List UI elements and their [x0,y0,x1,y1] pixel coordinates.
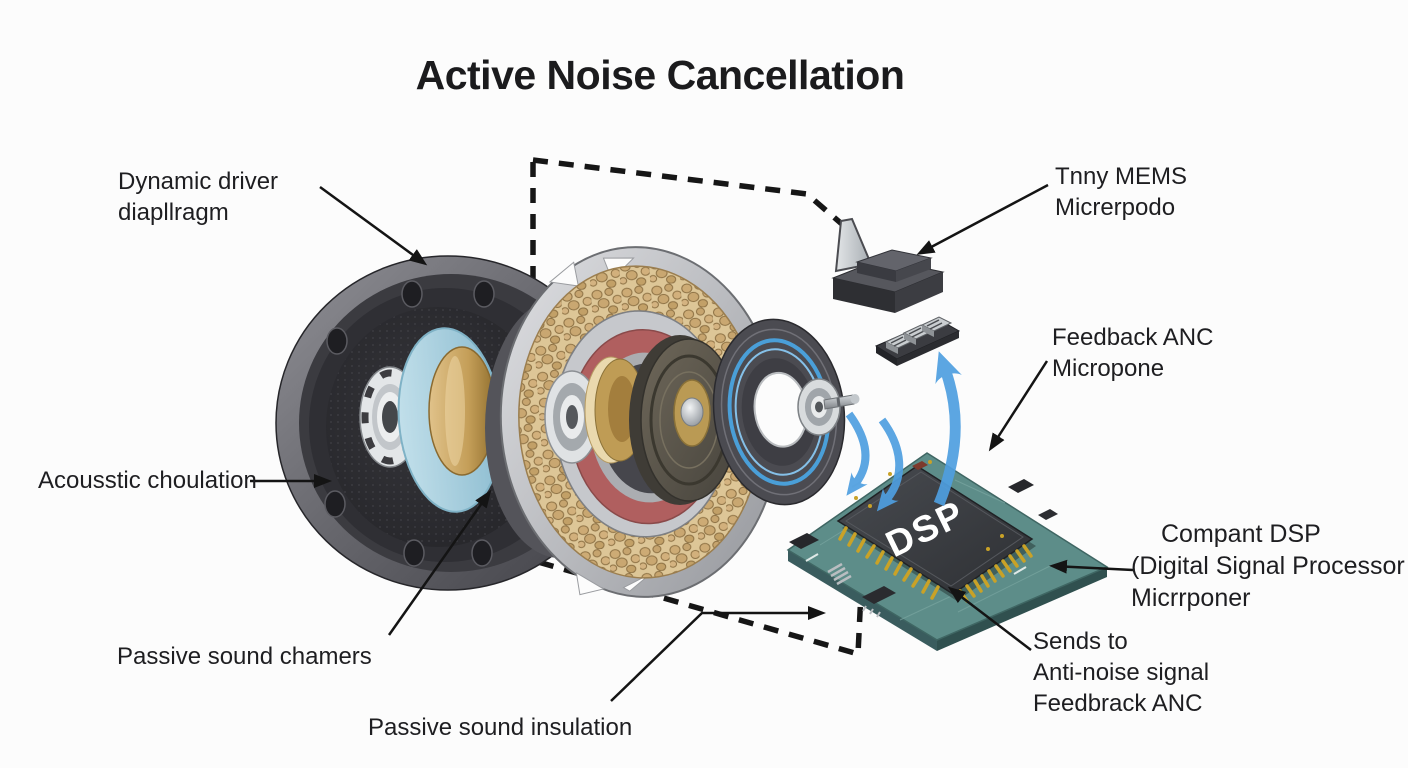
signal-arrows [845,351,962,512]
label-arrows [250,183,1134,702]
mems-microphone [831,217,945,313]
label-passive-chambers: Passive sound chamers [117,643,372,670]
label-passive-insulation: Passive sound insulation [368,714,633,741]
feedback-anc-arrow [988,360,1049,452]
feedback-signal-arrow [876,417,904,512]
tiny-mems-arrow [916,183,1049,255]
chip-pins-right [958,544,1033,603]
voice-coil [428,346,496,476]
label-tiny-mems: Tnny MEMS Micrerpodo [1055,163,1188,221]
passive-chambers-arrow [387,489,492,636]
diagram-title: Active Noise Cancellation [415,52,905,98]
sends-to-arrow [947,586,1032,651]
spindle-axle [797,378,860,436]
chip-pins-left [838,526,940,600]
compact-dsp-arrow [1049,559,1134,574]
connector-chip [920,316,953,337]
dashed-bottom-line [513,552,864,658]
magnet-disc [629,335,738,505]
label-dynamic-driver: Dynamic driver diapllragm [118,168,279,226]
label-acoustic-insulation: Acousstic choulation [38,467,257,494]
label-compact-dsp: Compant DSP (Digital Signal Processor Mi… [1131,520,1405,612]
label-feedback-anc: Feedback ANC Micropone [1052,324,1214,382]
dashed-top-line [532,157,845,228]
anti-noise-signal-arrow [933,351,962,507]
label-sends-to: Sends to Anti-noise signal Feedbrack ANC [1033,628,1210,717]
dsp-pcb: DSP [786,452,1109,651]
dynamic-driver-arrow [319,185,428,266]
feedback-signal-arrow [845,411,870,496]
feedback-mic-board [874,316,961,366]
magnet-hub [544,370,600,464]
passive-insulation-arrow [610,606,826,702]
